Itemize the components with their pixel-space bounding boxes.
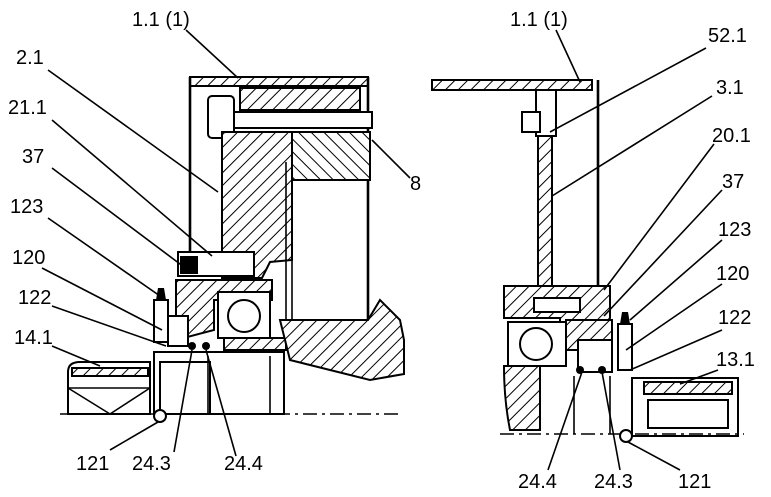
left-bolt-8 <box>211 111 373 129</box>
label-left-121: 121 <box>76 453 109 475</box>
label-right-13-1: 13.1 <box>716 349 755 371</box>
left-seal-123 <box>153 299 169 343</box>
right-plate-3-1 <box>537 135 553 287</box>
left-leaders <box>41 29 411 457</box>
label-right-123: 123 <box>718 219 751 241</box>
label-right-3-1: 3.1 <box>716 77 744 99</box>
label-right-52-1: 52.1 <box>708 25 747 47</box>
label-left-21-1: 21.1 <box>8 97 47 119</box>
label-left-24-4: 24.4 <box>224 453 263 475</box>
left-housing-top <box>189 76 369 87</box>
label-right-121: 121 <box>678 471 711 493</box>
label-right-122: 122 <box>718 307 751 329</box>
label-right-1-1: 1.1 (1) <box>510 9 568 31</box>
label-right-24-3: 24.3 <box>594 471 633 493</box>
right-section-view: 1.1 (1) 52.1 3.1 20.1 37 123 120 122 13.… <box>431 9 755 493</box>
label-right-37: 37 <box>722 171 744 193</box>
label-left-37: 37 <box>22 146 44 168</box>
label-left-1-1: 1.1 (1) <box>132 9 190 31</box>
label-left-123: 123 <box>10 196 43 218</box>
label-left-24-3: 24.3 <box>132 453 171 475</box>
left-section-view: 1.1 (1) 2.1 21.1 37 123 120 122 14.1 8 1… <box>8 9 421 475</box>
right-housing-top <box>431 79 593 91</box>
label-left-120: 120 <box>12 247 45 269</box>
label-right-120: 120 <box>716 263 749 285</box>
label-left-8: 8 <box>410 173 421 195</box>
label-left-122: 122 <box>18 287 51 309</box>
right-leaders <box>547 29 723 471</box>
label-right-20-1: 20.1 <box>712 125 751 147</box>
label-left-14-1: 14.1 <box>14 327 53 349</box>
label-right-24-4: 24.4 <box>518 471 557 493</box>
label-left-2-1: 2.1 <box>16 47 44 69</box>
